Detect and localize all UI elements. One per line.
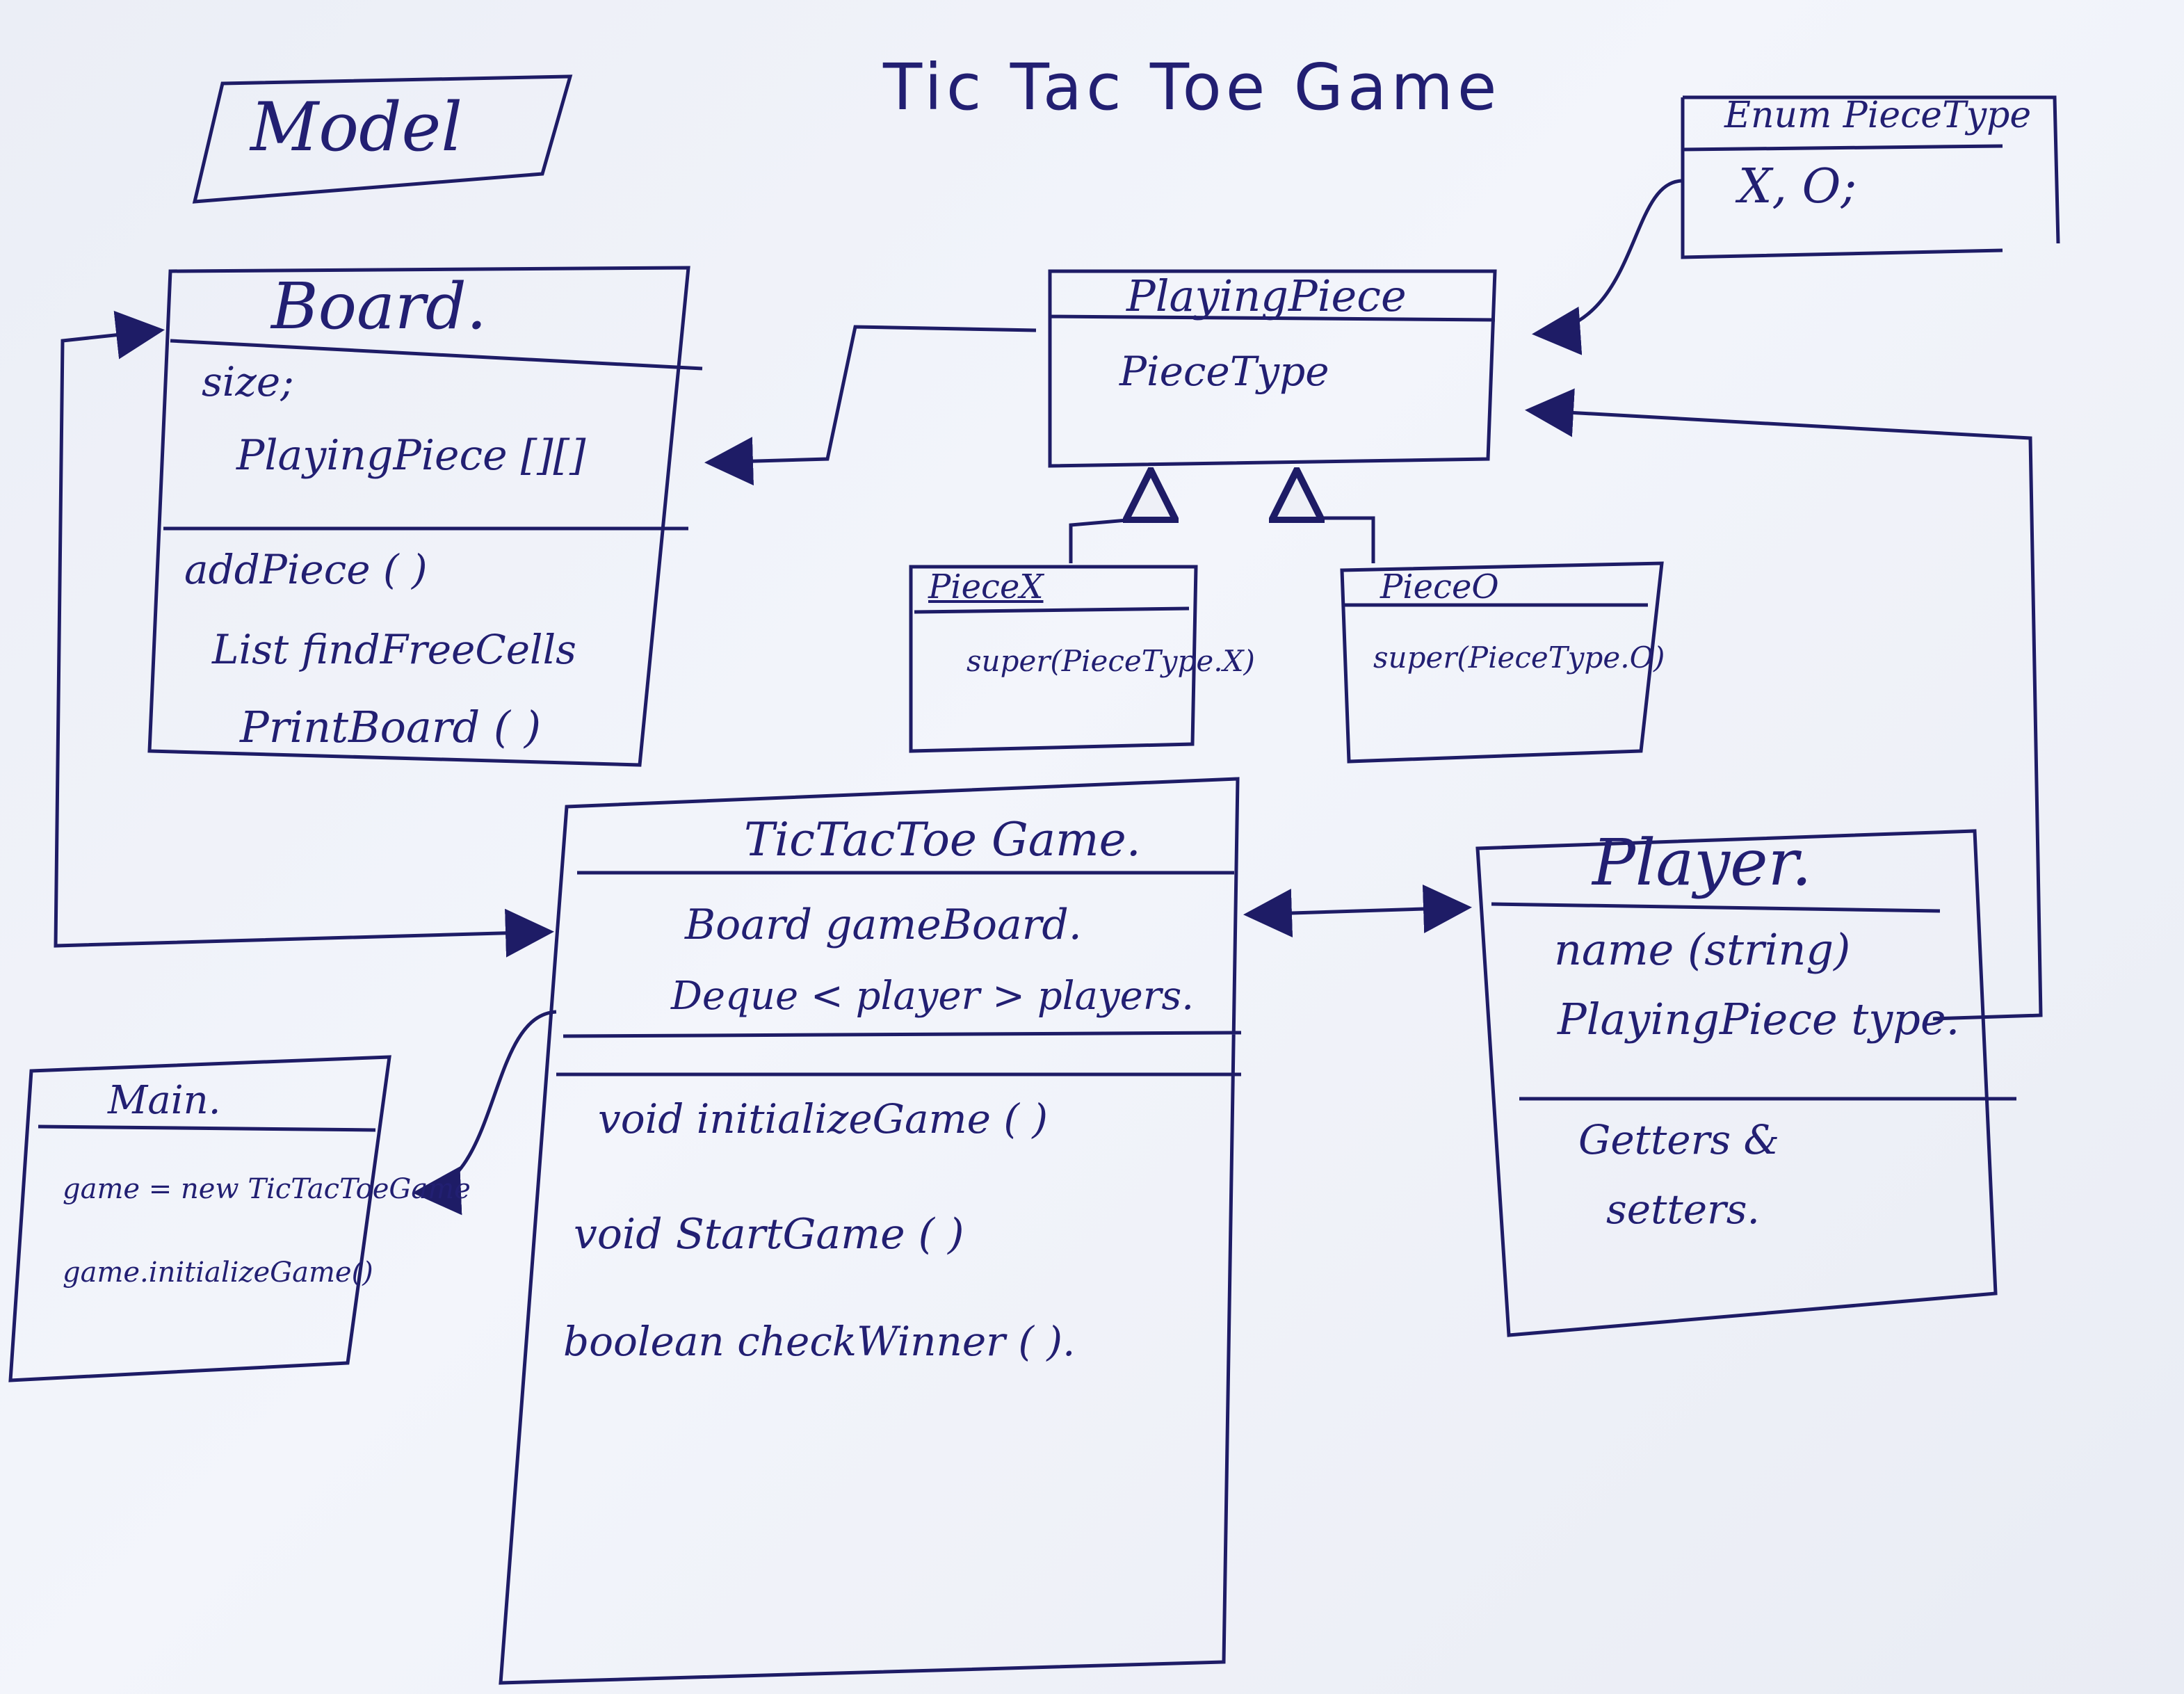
player-method-getters: Getters &: [1578, 1116, 1780, 1163]
enum-box-outline: [1681, 95, 2060, 259]
player-to-playingpiece-link: [1525, 388, 2043, 1021]
piece-x-name: PieceX: [928, 567, 1044, 606]
board-game-link: [54, 310, 554, 958]
board-attr-size: size;: [202, 358, 294, 405]
board-method-findfree: List findFreeCells: [212, 626, 576, 673]
main-line-new: game = new TicTacToeGame: [63, 1173, 471, 1205]
playing-piece-name: PlayingPiece: [1126, 271, 1407, 321]
enum-values: X, O;: [1738, 159, 1857, 214]
game-player-link: [1243, 885, 1472, 937]
piece-o-box-outline: [1340, 561, 1664, 764]
board-to-playingpiece-link: [704, 325, 1037, 486]
game-method-check: boolean checkWinner ( ).: [563, 1318, 1076, 1365]
piece-o-name: PieceO: [1380, 567, 1499, 606]
game-method-init: void initializeGame ( ): [598, 1095, 1049, 1143]
model-label-frame: [192, 74, 573, 204]
piece-x-body: super(PieceType.X): [966, 644, 1255, 678]
section-label: Model: [250, 88, 463, 166]
player-box-outline: [1475, 829, 2016, 1337]
board-name: Board.: [271, 269, 487, 344]
main-line-init: game.initializeGame(): [63, 1257, 373, 1289]
game-attr-players: Deque < player > players.: [671, 974, 1195, 1019]
player-name: Player.: [1592, 825, 1812, 900]
board-method-addpiece: addPiece ( ): [184, 546, 428, 593]
piece-x-box-outline: [909, 565, 1198, 753]
game-name: TicTacToe Game.: [744, 813, 1141, 866]
game-method-start: void StartGame ( ): [574, 1210, 964, 1259]
piecex-inherits-link: [1069, 473, 1151, 563]
playing-piece-attr: PieceType: [1119, 348, 1329, 395]
playing-piece-box-outline: [1048, 269, 1497, 468]
enum-to-playingpiece-link: [1532, 179, 1683, 355]
player-attr-type: PlayingPiece type.: [1558, 994, 1960, 1044]
main-box-outline: [8, 1055, 391, 1382]
board-attr-grid: PlayingPiece [][]: [236, 431, 586, 480]
main-name: Main.: [108, 1078, 221, 1123]
pieceo-inherits-link: [1297, 473, 1375, 563]
game-box-outline: [499, 777, 1242, 1685]
piece-o-body: super(PieceType.O): [1373, 640, 1665, 675]
player-attr-name: name (string): [1554, 924, 1851, 975]
enum-name: Enum PieceType: [1724, 95, 2032, 136]
game-attr-board: Board gameBoard.: [685, 901, 1082, 949]
player-method-setters: setters.: [1606, 1186, 1760, 1233]
main-game-link: [412, 1010, 557, 1216]
board-method-print: PrintBoard ( ): [240, 702, 542, 752]
diagram-title: Tic Tac Toe Game: [883, 50, 1501, 124]
